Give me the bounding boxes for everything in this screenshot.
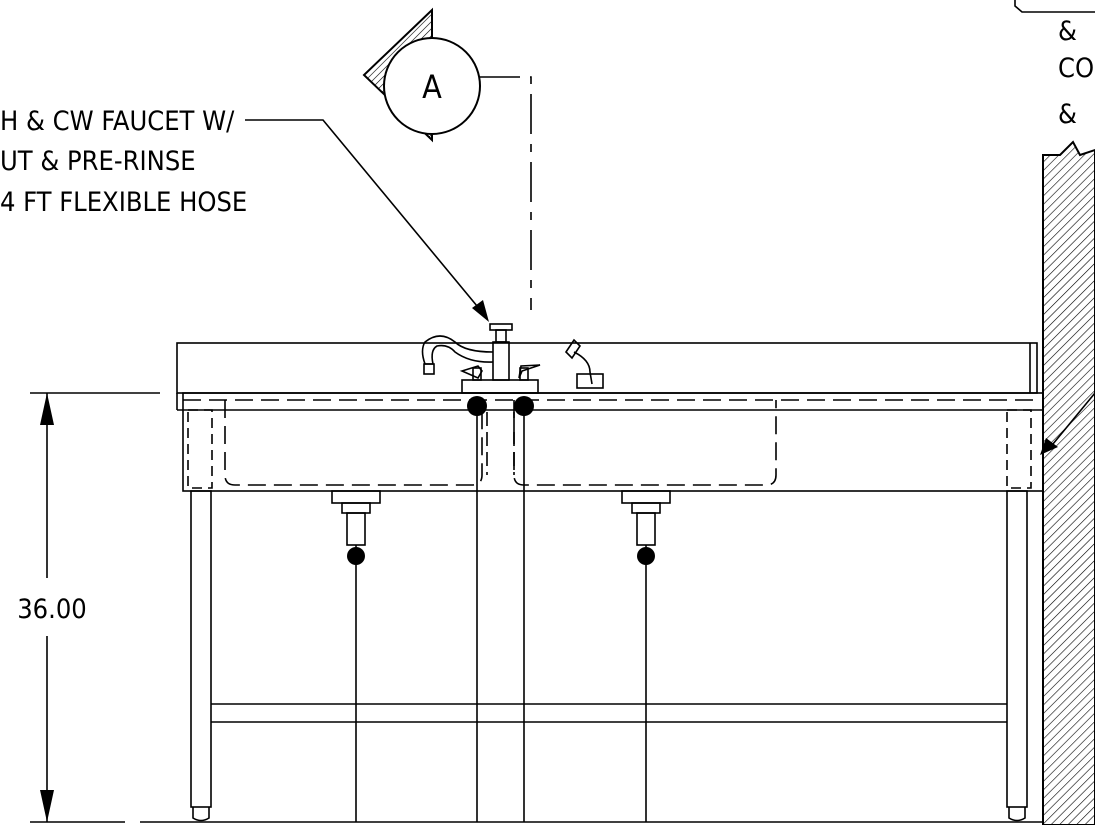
right-note-line1: & <box>1058 16 1077 47</box>
height-dimension-value: 36.00 <box>17 594 87 625</box>
cold-water-connection <box>514 396 534 416</box>
callout-line2: UT & PRE-RINSE <box>0 146 196 177</box>
drain-left <box>331 490 381 822</box>
supply-lines <box>476 412 525 822</box>
section-marker-label: A <box>422 68 442 106</box>
sink-body <box>176 342 1044 492</box>
height-dimension <box>30 392 160 823</box>
drain-left-connection <box>347 547 365 565</box>
drain-right <box>621 490 671 822</box>
faucet <box>421 323 541 394</box>
right-note-line2: COF <box>1058 53 1095 84</box>
right-note-leader <box>1014 0 1095 13</box>
section-marker <box>362 7 532 310</box>
callout-line3: 4 FT FLEXIBLE HOSE <box>0 187 247 218</box>
hot-water-connection <box>467 396 487 416</box>
right-note-line3: & <box>1058 99 1077 130</box>
drain-right-connection <box>637 547 655 565</box>
wall-section <box>1042 140 1095 825</box>
pre-rinse-unit <box>564 338 604 389</box>
legs <box>190 490 1028 822</box>
callout-leader <box>245 119 489 322</box>
backsplash-leader <box>1040 392 1095 455</box>
callout-line1: H & CW FAUCET W/ <box>0 106 235 137</box>
